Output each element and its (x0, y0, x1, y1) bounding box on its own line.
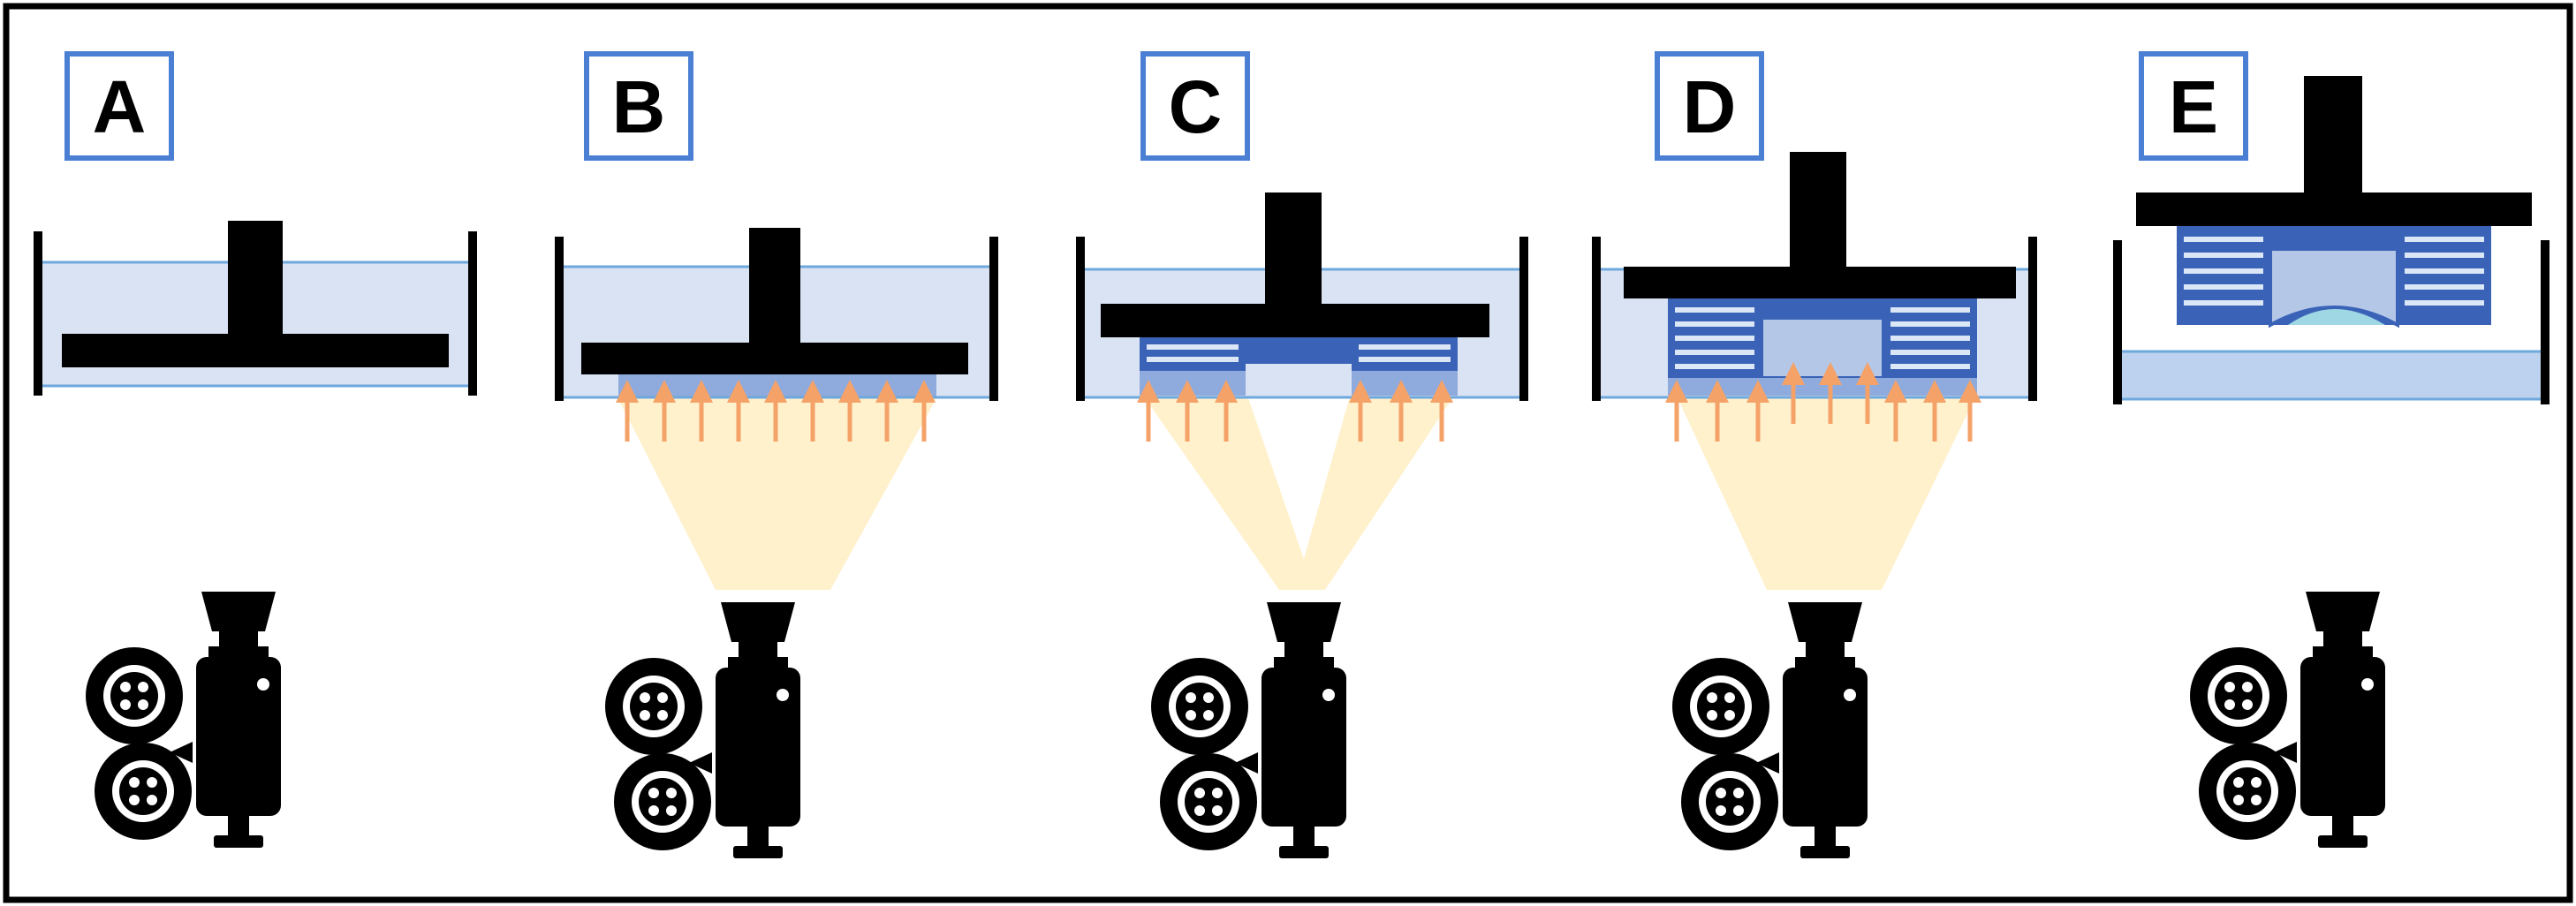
panel-d: D (1592, 51, 2037, 858)
vat-wall-left (34, 231, 42, 396)
panel-a-label: A (93, 65, 147, 148)
panel-e-vat (2113, 240, 2549, 404)
vat-wall-left (1592, 237, 1601, 401)
light-beam (614, 390, 941, 590)
panel-c-label: C (1169, 65, 1223, 148)
vat-wall-right (2541, 240, 2549, 404)
uv-arrows (616, 380, 936, 442)
build-platform (1101, 193, 1489, 337)
panel-b-label-box (584, 51, 693, 161)
panel-c-label-box (1140, 51, 1250, 161)
panel-b: B (555, 51, 998, 858)
panel-e-label: E (2169, 65, 2218, 148)
build-platform (1624, 152, 2016, 298)
vat-wall-left (2113, 240, 2122, 404)
panel-d-label: D (1683, 65, 1737, 148)
vat-wall-left (1076, 237, 1085, 401)
light-beam (1674, 390, 1979, 590)
trapped-fluid (2288, 309, 2385, 325)
vat-wall-right (2028, 237, 2037, 401)
panel-c: C (1076, 51, 1528, 858)
panel-a-label-box (64, 51, 174, 161)
build-platform (2136, 76, 2532, 226)
panel-e-label-box (2139, 51, 2248, 161)
build-platform (62, 221, 449, 367)
vat-wall-right (468, 231, 477, 396)
panel-d-label-box (1655, 51, 1764, 161)
inner-channel (2269, 247, 2399, 328)
resin-bath-low (2122, 351, 2542, 399)
vat-wall-left (555, 237, 564, 401)
build-platform (581, 228, 968, 374)
panel-a: A (34, 51, 477, 848)
panel-b-label: B (612, 65, 666, 148)
light-beam-right (1295, 390, 1458, 590)
vat-wall-right (989, 237, 998, 401)
finished-part (2177, 226, 2491, 328)
light-beam-left (1140, 390, 1315, 590)
vat-wall-right (1519, 237, 1528, 401)
panel-e: E (2113, 51, 2549, 848)
